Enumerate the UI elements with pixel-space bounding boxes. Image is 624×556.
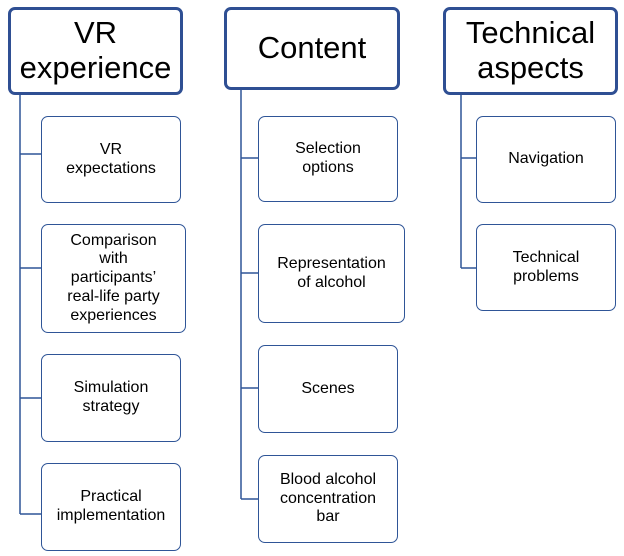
node-label: Technical problems <box>512 248 580 285</box>
node-simulation-strategy: Simulation strategy <box>41 354 181 442</box>
header-content-label: Content <box>257 30 367 66</box>
node-representation-of-alcohol: Representation of alcohol <box>258 224 405 323</box>
node-label: Practical implementation <box>56 488 166 524</box>
node-comparison-real-life-party: Comparison with participants’ real-life … <box>41 224 186 333</box>
connector-col-1 <box>19 94 42 515</box>
header-technical-aspects-label: Technical aspects <box>465 15 596 85</box>
header-technical-aspects: Technical aspects <box>443 7 618 95</box>
node-label: Blood alcohol concentration bar <box>279 470 377 526</box>
node-label: Simulation strategy <box>73 379 149 415</box>
node-blood-alcohol-concentration-bar: Blood alcohol concentration bar <box>258 455 398 543</box>
node-practical-implementation: Practical implementation <box>41 463 181 551</box>
node-label: Comparison with participants’ real-life … <box>67 231 160 324</box>
node-label: Representation of alcohol <box>277 254 386 291</box>
node-scenes: Scenes <box>258 345 398 433</box>
header-vr-experience: VR experience <box>8 7 183 95</box>
node-label: Scenes <box>301 379 355 397</box>
node-vr-expectations: VR expectations <box>41 116 181 203</box>
node-label: Navigation <box>508 150 584 168</box>
node-navigation: Navigation <box>476 116 616 203</box>
connector-col-2 <box>240 62 259 500</box>
node-technical-problems: Technical problems <box>476 224 616 311</box>
header-content: Content <box>224 7 400 90</box>
node-label: Selection options <box>295 140 361 176</box>
node-label: VR expectations <box>66 140 156 177</box>
header-vr-experience-label: VR experience <box>19 15 172 85</box>
connector-col-3 <box>460 94 477 269</box>
node-selection-options: Selection options <box>258 116 398 202</box>
